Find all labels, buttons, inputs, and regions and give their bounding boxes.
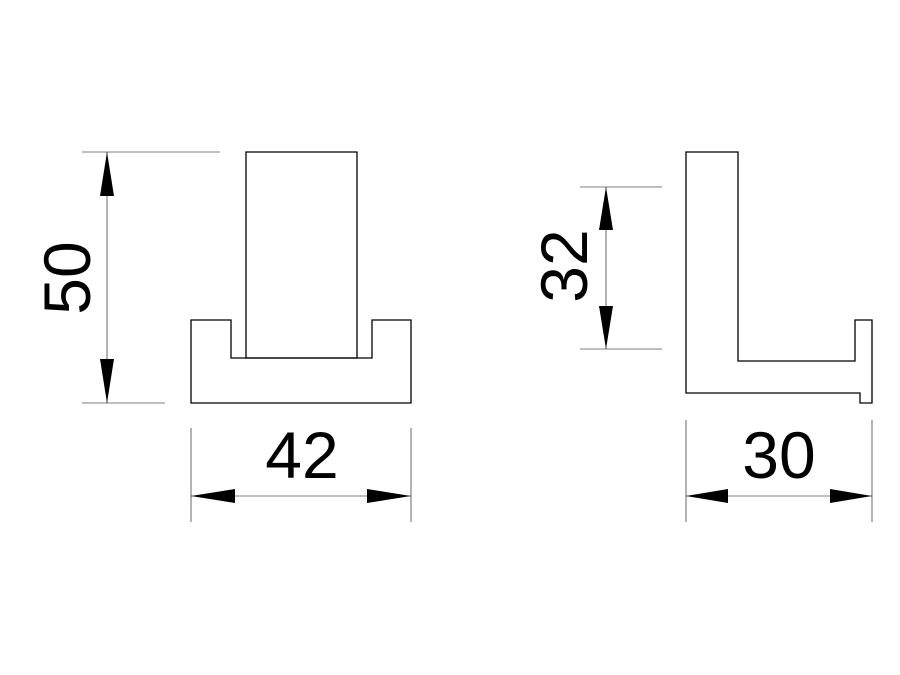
height-dimension: 50 [30,151,220,404]
arrowhead-down [599,306,613,349]
arrowhead-left [191,489,235,503]
width-dimension-label: 42 [265,418,338,492]
side-view: 32 30 [527,151,873,522]
side-view-profile-outline [685,151,873,404]
arrowhead-down [100,359,114,403]
arm-height-dimension: 32 [527,186,662,350]
front-view-base-outline [190,319,412,404]
arm-height-dimension-label: 32 [527,229,601,302]
front-view-body-outline [245,151,358,359]
height-dimension-label: 50 [30,241,104,314]
width-dimension: 42 [190,418,412,522]
front-view: 50 42 [30,151,412,522]
arrowhead-right [367,489,411,503]
depth-dimension: 30 [685,418,873,522]
arrowhead-up [599,187,613,230]
depth-dimension-label: 30 [742,418,815,492]
arrowhead-up [100,152,114,196]
arrowhead-left [686,489,728,503]
arrowhead-right [830,489,872,503]
